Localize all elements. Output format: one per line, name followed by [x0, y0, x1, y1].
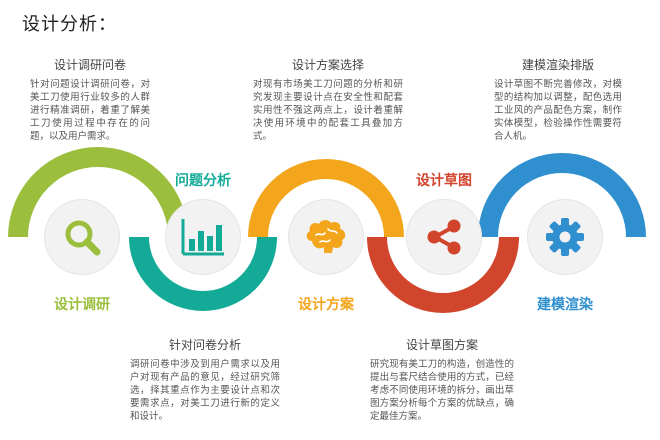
stage-label-scheme: 设计方案 — [298, 297, 354, 313]
stage-label-sketch: 设计草图 — [416, 173, 472, 189]
bottom-block-desc-sketch: 研究现有美工刀的构造，创造性的提出与套尺结合使用的方式，已经考虑不同使用环境的拆… — [370, 359, 514, 422]
top-block-desc-scheme: 对现有市场美工刀问题的分析和研究发现主要设计点在安全性和配套实用性不强这两点上，… — [253, 79, 403, 142]
share-icon — [427, 219, 461, 255]
track-segment-scheme — [248, 159, 404, 238]
bottom-block-desc-analysis: 调研问卷中涉及到用户需求以及用户对现有产品的意见，经过研究筛选，择其重点作为主要… — [130, 359, 280, 422]
magnifier-icon — [65, 220, 101, 256]
page-title: 设计分析： — [22, 14, 117, 35]
stage-label-analysis: 问题分析 — [175, 173, 231, 189]
gear-icon — [546, 218, 584, 256]
stage-circle-research — [44, 199, 120, 275]
bar-chart-icon — [181, 219, 224, 256]
stage-label-research: 设计调研 — [54, 297, 110, 313]
track-segment-research — [8, 147, 188, 238]
brain-icon — [306, 220, 346, 253]
bottom-block-title-analysis: 针对问卷分析 — [168, 338, 241, 352]
top-block-title-modeling: 建模渲染排版 — [521, 58, 594, 72]
stage-circle-analysis — [165, 199, 241, 275]
top-block-desc-modeling: 设计草图不断完善修改，对模型的结构加以调整，配色选用工业风的产品配色方案，制作实… — [494, 79, 622, 142]
stage-label-modeling: 建模渲染 — [537, 297, 593, 313]
top-block-title-research: 设计调研问卷 — [53, 58, 126, 72]
stage-circle-sketch — [406, 199, 482, 275]
track-segment-sketch — [367, 236, 519, 313]
top-block-desc-research: 针对问题设计调研问卷，对美工刀使用行业较多的人群进行精准调研，着重了解美工刀使用… — [30, 79, 150, 142]
track-segment-analysis — [129, 236, 277, 311]
top-block-title-scheme: 设计方案选择 — [291, 58, 364, 72]
track-segment-modeling — [478, 153, 646, 238]
bottom-block-title-sketch: 设计草图方案 — [405, 338, 478, 352]
stage-circle-scheme — [288, 199, 364, 275]
stage-circle-modeling — [527, 199, 603, 275]
